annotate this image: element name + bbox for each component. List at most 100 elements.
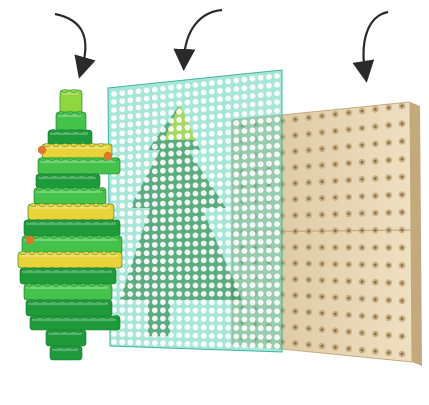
grid-hole	[119, 307, 126, 313]
grid-hole	[233, 77, 240, 84]
grid-hole	[233, 239, 240, 246]
baseplate-stud-hole	[333, 296, 337, 299]
grid-hole	[217, 282, 223, 289]
grid-hole	[266, 204, 272, 210]
grid-hole	[127, 274, 134, 281]
baseplate-stud-hole	[293, 197, 297, 201]
grid-hole	[119, 186, 126, 193]
grid-hole	[249, 308, 256, 314]
tree-brick-stud	[61, 89, 69, 93]
grid-hole	[225, 206, 232, 212]
tree-ornament	[37, 145, 47, 155]
grid-hole	[200, 249, 207, 255]
grid-hole	[135, 210, 142, 216]
grid-hole	[151, 340, 158, 346]
baseplate-stud-hole	[347, 263, 351, 266]
grid-hole	[119, 122, 126, 129]
grid-hole	[168, 84, 175, 91]
baseplate-stud-hole	[373, 142, 377, 146]
grid-hole	[241, 93, 248, 100]
grid-hole	[233, 103, 240, 109]
grid-hole	[257, 247, 264, 254]
baseplate-edge	[410, 102, 422, 366]
grid-hole	[160, 291, 166, 297]
tree-brick-stud	[90, 299, 98, 303]
grid-hole	[225, 341, 232, 348]
grid-hole	[184, 141, 191, 148]
grid-hole	[151, 119, 158, 126]
grid-hole	[266, 195, 272, 202]
tree-brick-stud	[54, 299, 62, 303]
grid-hole	[241, 179, 248, 186]
grid-hole	[200, 324, 207, 331]
grid-hole	[127, 307, 134, 313]
grid-hole	[176, 332, 183, 339]
grid-hole	[135, 128, 142, 135]
grid-hole	[249, 179, 256, 185]
grid-hole	[266, 125, 272, 132]
grid-hole	[135, 145, 142, 151]
baseplate-stud-hole	[373, 332, 377, 336]
baseplate-stud-hole	[333, 179, 337, 183]
grid-hole	[143, 128, 150, 135]
tree-brick-stud	[67, 315, 75, 319]
grid-hole	[168, 332, 175, 339]
baseplate-stud-hole	[373, 107, 377, 111]
tree-brick-stud	[93, 267, 101, 271]
grid-hole	[192, 123, 199, 130]
grid-hole	[266, 212, 272, 219]
tree-brick-stud	[91, 251, 99, 255]
grid-hole	[225, 239, 232, 246]
grid-hole	[200, 316, 207, 322]
baseplate-stud-hole	[400, 175, 404, 179]
grid-hole	[192, 165, 199, 172]
grid-hole	[184, 124, 191, 131]
grid-hole	[208, 105, 215, 112]
grid-hole	[176, 183, 183, 190]
grid-hole	[168, 183, 175, 190]
grid-hole	[160, 332, 166, 338]
tree-brick-stud	[53, 187, 61, 191]
grid-hole	[225, 307, 232, 314]
grid-hole	[217, 96, 223, 103]
grid-hole	[217, 147, 223, 153]
tree-brick-stud	[48, 267, 56, 271]
grid-hole	[241, 119, 248, 126]
grid-hole	[257, 126, 264, 133]
grid-hole	[249, 316, 256, 323]
grid-hole	[257, 316, 264, 323]
grid-hole	[176, 199, 183, 206]
grid-hole	[241, 162, 248, 169]
baseplate-stud-hole	[373, 315, 377, 319]
tree-brick-stud	[56, 203, 64, 207]
grid-hole	[241, 128, 248, 134]
tree-brick-highlight	[22, 270, 112, 273]
baseplate-stud-hole	[320, 278, 324, 282]
grid-hole	[184, 83, 191, 89]
baseplate-stud-hole	[347, 229, 351, 233]
tree-brick-stud	[55, 173, 63, 177]
grid-hole	[135, 242, 142, 249]
tree-ornament	[103, 151, 113, 161]
grid-hole	[274, 264, 280, 271]
baseplate-stud-hole	[347, 330, 351, 334]
grid-hole	[192, 90, 199, 97]
grid-hole	[266, 160, 272, 167]
grid-hole	[274, 125, 280, 132]
baseplate-stud-hole	[307, 310, 311, 314]
grid-hole	[119, 331, 126, 338]
grid-hole	[160, 184, 166, 191]
baseplate-stud-hole	[333, 196, 337, 199]
tree-brick-stud	[82, 251, 90, 255]
grid-hole	[266, 290, 272, 297]
grid-hole	[233, 248, 240, 255]
tree-brick-stud	[82, 173, 90, 177]
grid-hole	[233, 154, 240, 161]
grid-hole	[249, 342, 256, 349]
tree-brick-stud	[75, 111, 83, 115]
grid-hole	[208, 130, 215, 137]
baseplate-stud-hole	[293, 293, 297, 297]
grid-hole	[151, 258, 158, 265]
grid-hole	[249, 222, 256, 228]
grid-hole	[200, 240, 207, 247]
